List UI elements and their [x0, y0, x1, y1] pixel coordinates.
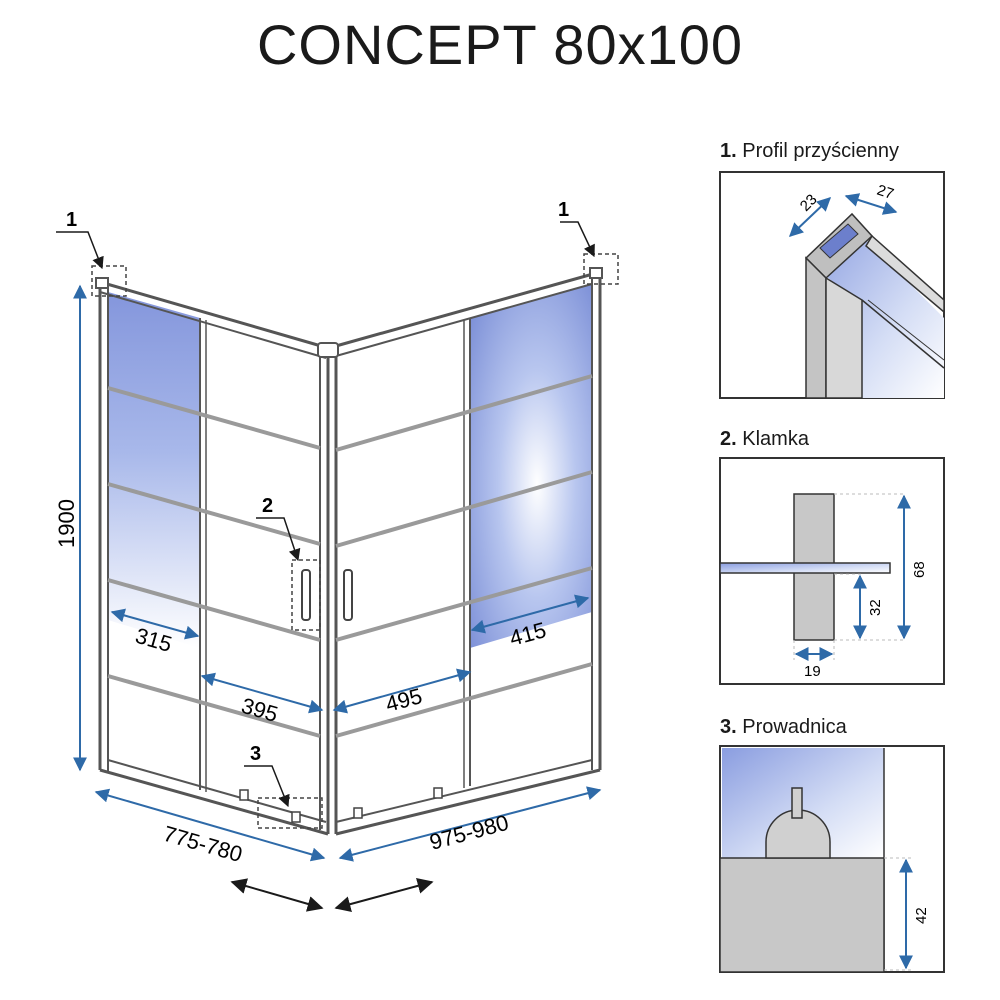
detail-3-name: Prowadnica — [742, 716, 847, 738]
detail-3-number: 3. — [720, 716, 737, 738]
profile-dim-27: 27 — [875, 182, 896, 203]
total-width-right-label: 975-980 — [427, 810, 511, 855]
detail-1-name: Profil przyścienny — [742, 140, 899, 162]
handle-dim-32: 32 — [867, 599, 884, 616]
enclosure-drawing — [91, 253, 619, 836]
detail-panel-guide: 42 — [719, 745, 945, 973]
detail-1-number: 1. — [720, 140, 737, 162]
height-label: 1900 — [54, 499, 79, 548]
detail-1-title: 1. Profil przyścienny — [720, 140, 899, 163]
callout-1-right: 1 — [558, 199, 569, 221]
handle-dim-68: 68 — [911, 561, 928, 578]
page-title: CONCEPT 80x100 — [256, 13, 744, 76]
detail-panel-handle: 68 32 19 — [719, 457, 945, 685]
total-width-left-label: 775-780 — [161, 821, 246, 867]
callout-3: 3 — [250, 743, 261, 765]
left-glass-tint — [108, 292, 200, 648]
detail-3-title: 3. Prowadnica — [720, 716, 847, 739]
right-glass-tint — [470, 284, 592, 648]
detail-panel-wall-profile: 23 27 — [719, 171, 945, 399]
detail-2-number: 2. — [720, 428, 737, 450]
detail-2-name: Klamka — [742, 428, 809, 450]
detail-2-title: 2. Klamka — [720, 428, 809, 451]
guide-dim-42: 42 — [913, 907, 930, 924]
width-395-label: 395 — [239, 693, 281, 727]
callout-2: 2 — [262, 495, 273, 517]
handle-dim-19: 19 — [804, 663, 821, 680]
callout-1-left: 1 — [66, 209, 77, 231]
